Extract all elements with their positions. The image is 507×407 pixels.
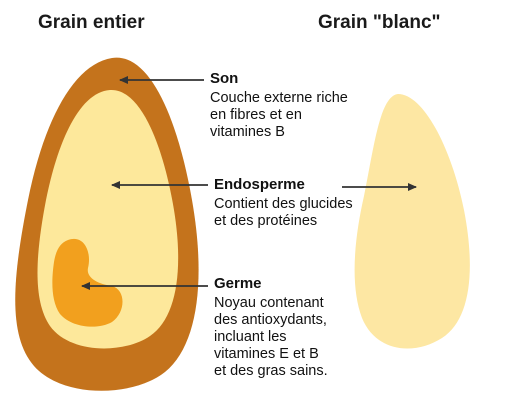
germe-description: Noyau contenant des antioxydants, inclua… — [214, 295, 328, 380]
germe-label: Germe — [214, 275, 262, 292]
title-white-grain: Grain "blanc" — [318, 12, 441, 34]
son-label: Son — [210, 70, 238, 87]
son-description: Couche externe riche en fibres et en vit… — [210, 90, 348, 141]
title-whole-grain: Grain entier — [38, 12, 145, 34]
endosperme-label: Endosperme — [214, 176, 305, 193]
endosperme-description: Contient des glucides et des protéines — [214, 196, 353, 230]
white-grain — [355, 94, 470, 349]
